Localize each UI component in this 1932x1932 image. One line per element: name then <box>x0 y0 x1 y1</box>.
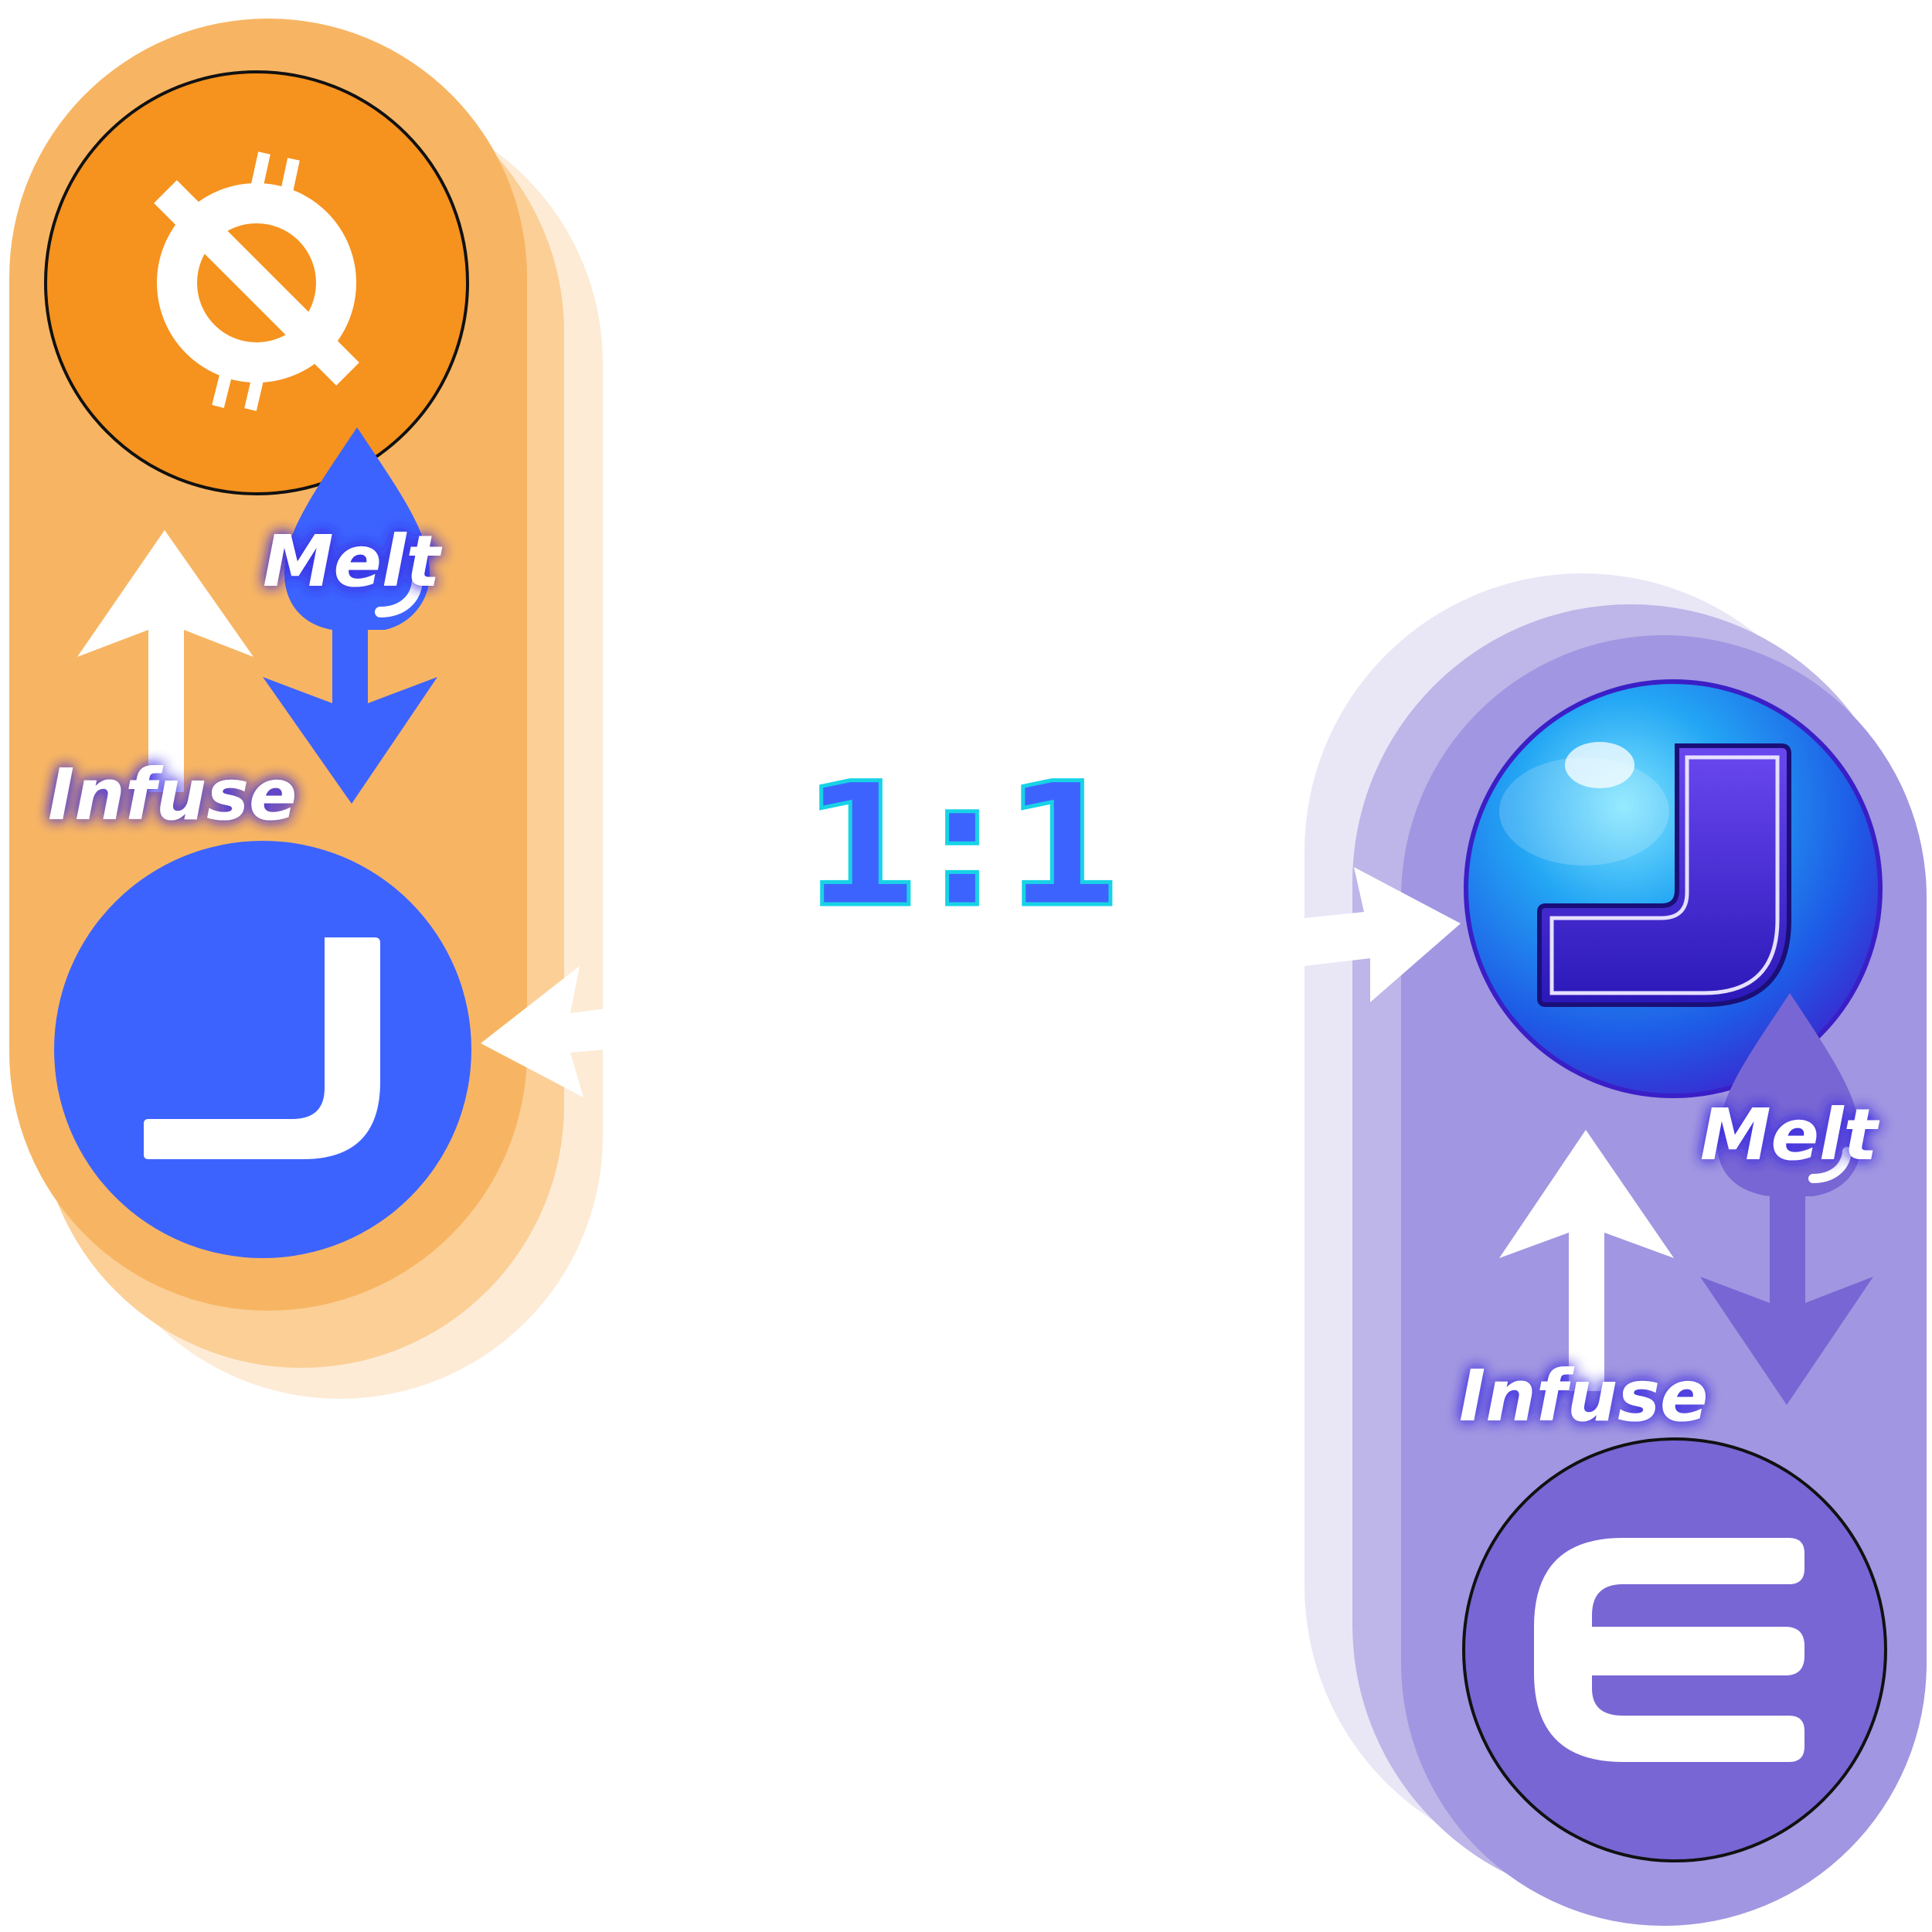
right-infuse-arrow <box>1499 1130 1674 1391</box>
right-top-token <box>1464 679 1883 1098</box>
right-bridge-arrow <box>1304 867 1461 1002</box>
left-token-group: Melt Infuse <box>9 19 607 1399</box>
bitcoin-cross-icon <box>154 151 359 411</box>
right-melt-label: Melt <box>1700 1094 1879 1176</box>
left-infuse-arrow <box>77 530 253 792</box>
right-melt-arrow <box>1700 993 1873 1405</box>
left-bridge-arrow <box>481 966 607 1097</box>
left-infuse-label: Infuse <box>48 753 297 836</box>
right-token-group: Melt Infuse <box>1304 573 1927 1926</box>
left-melt-arrow <box>263 427 437 804</box>
ratio-label: 1:1 <box>802 747 1130 944</box>
left-bottom-token <box>54 841 471 1258</box>
left-melt-label: Melt <box>263 520 442 603</box>
right-infuse-label: Infuse <box>1459 1355 1708 1437</box>
enjin-e-icon <box>1534 1538 1804 1762</box>
jumpnet-j-icon <box>144 937 380 1159</box>
jumpnet-bubble-j-icon <box>1537 743 1791 1007</box>
